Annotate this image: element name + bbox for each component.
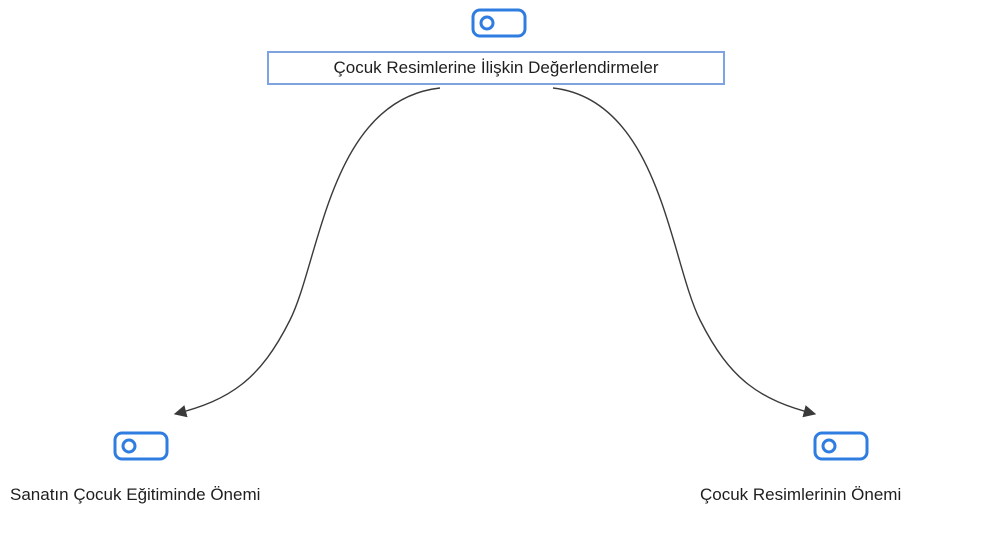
topic-toggle-icon[interactable] <box>812 427 870 465</box>
topic-toggle-icon[interactable] <box>470 4 528 42</box>
child-node-label[interactable]: Sanatın Çocuk Eğitiminde Önemi <box>10 485 261 504</box>
child-node-label[interactable]: Çocuk Resimlerinin Önemi <box>700 485 902 504</box>
root-node-label[interactable]: Çocuk Resimlerine İlişkin Değerlendirmel… <box>267 51 725 85</box>
topic-toggle-icon[interactable] <box>112 427 170 465</box>
connector-right <box>552 87 817 418</box>
connector-left <box>173 87 441 418</box>
